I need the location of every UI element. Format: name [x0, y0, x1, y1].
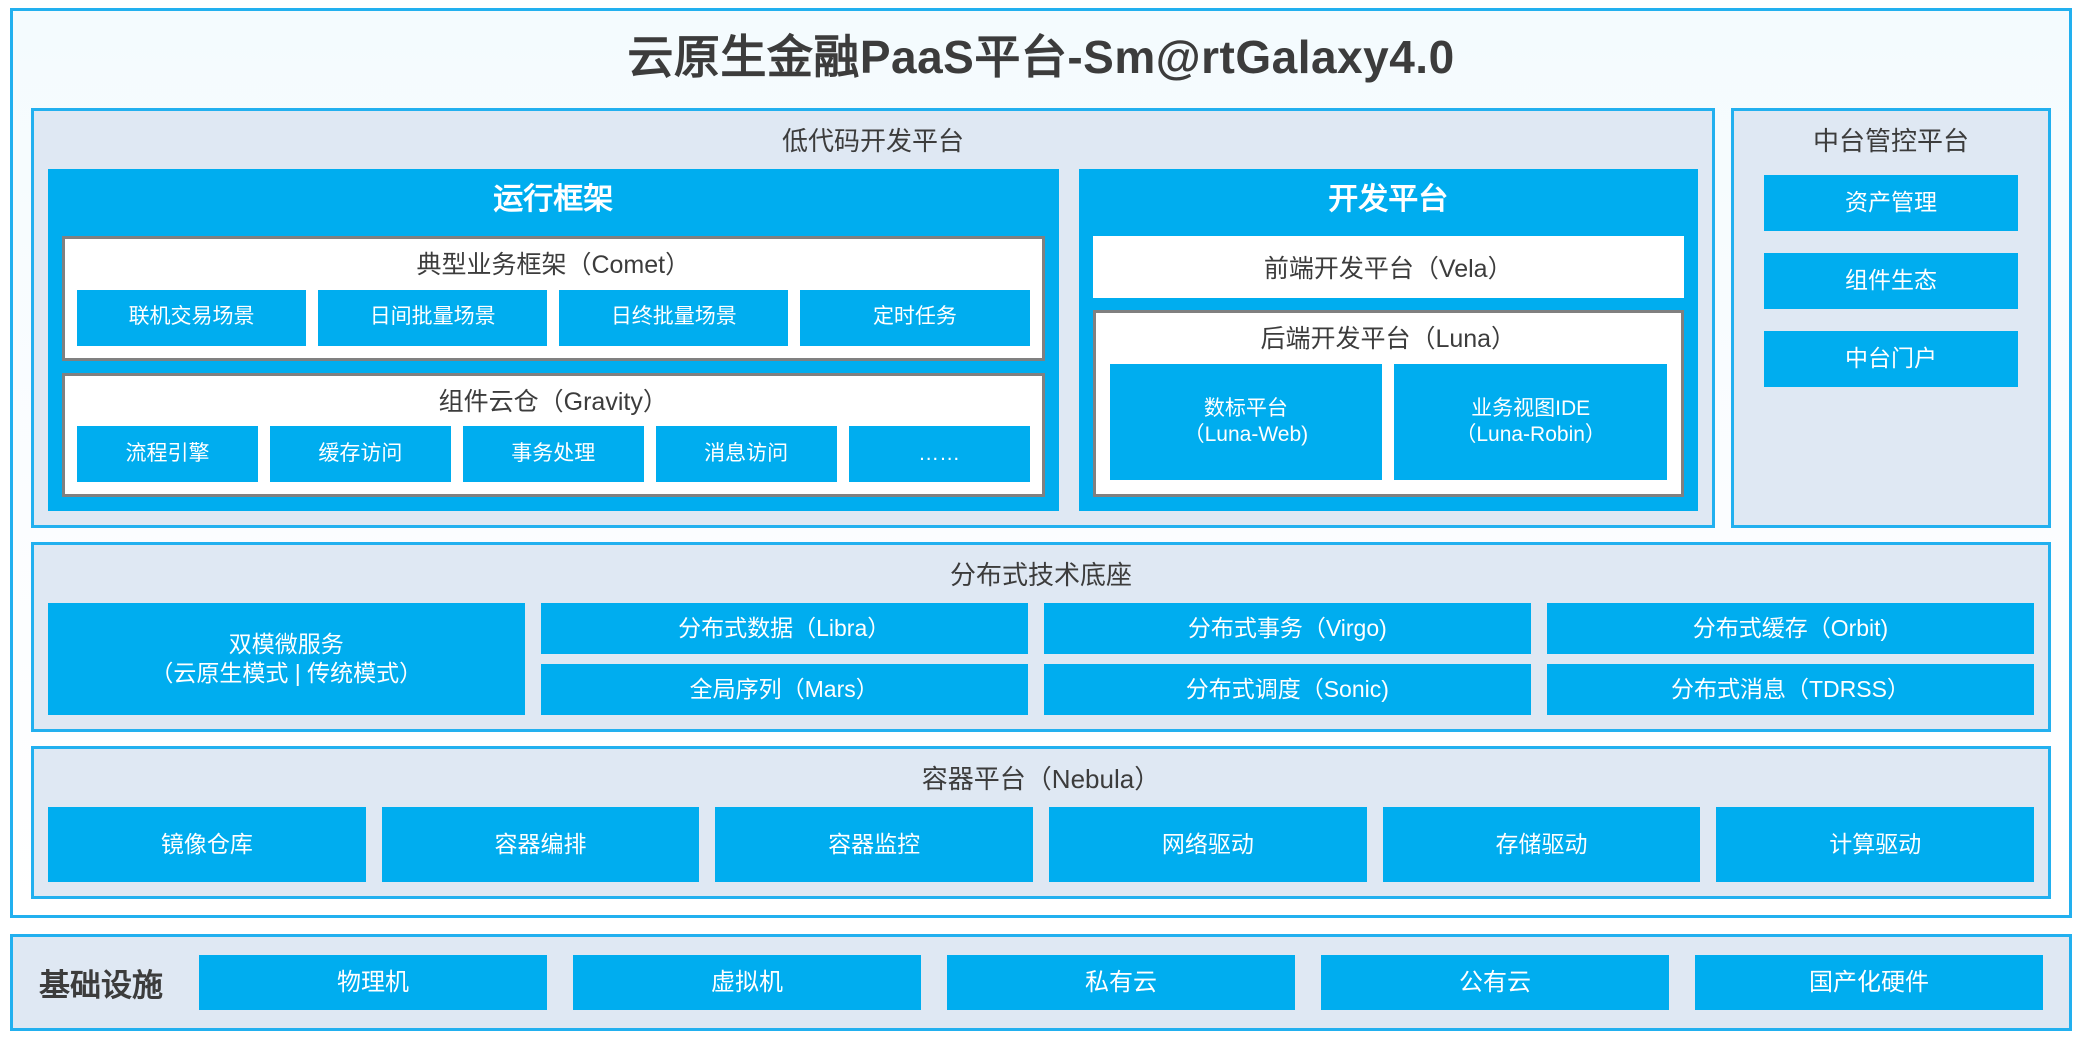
base-chip-tdrss[interactable]: 分布式消息（TDRSS） [1546, 663, 2034, 715]
comet-chip[interactable]: 日间批量场景 [318, 289, 548, 346]
gravity-chip[interactable]: 流程引擎 [77, 426, 258, 482]
gravity-chip[interactable]: 消息访问 [655, 426, 837, 482]
container-platform-title: 容器平台（Nebula） [921, 763, 1161, 794]
base-column-3: 分布式缓存（Orbit) 分布式消息（TDRSS） [1546, 602, 2034, 715]
base-chip-virgo[interactable]: 分布式事务（Virgo) [1043, 602, 1531, 654]
luna-robin-chip[interactable]: 业务视图IDE （Luna-Robin） [1394, 363, 1668, 480]
luna-chip-row: 数标平台 （Luna-Web) 业务视图IDE （Luna-Robin） [1109, 363, 1668, 480]
comet-chip-row: 联机交易场景 日间批量场景 日终批量场景 定时任务 [77, 289, 1030, 346]
dual-mode-microservice-chip[interactable]: 双模微服务 （云原生模式 | 传统模式） [48, 602, 525, 715]
infra-chip-virtual-machine[interactable]: 虚拟机 [573, 955, 921, 1010]
container-chip-storage-driver[interactable]: 存储驱动 [1382, 806, 1701, 882]
midoffice-chip-stack: 资产管理 组件生态 中台门户 [1748, 169, 2034, 511]
midoffice-chip-portal[interactable]: 中台门户 [1764, 330, 2018, 387]
comet-title: 典型业务框架（Comet） [416, 251, 691, 280]
page-title: 云原生金融PaaS平台-Sm@rtGalaxy4.0 [627, 31, 1455, 83]
infra-chip-private-cloud[interactable]: 私有云 [947, 955, 1295, 1010]
runtime-framework-group: 运行框架 典型业务框架（Comet） 联机交易场景 日间批量场景 日终批量场景 … [48, 168, 1059, 511]
dual-mode-microservice-column: 双模微服务 （云原生模式 | 传统模式） [48, 602, 525, 715]
infrastructure-panel: 基础设施 物理机 虚拟机 私有云 公有云 国产化硬件 [10, 934, 2072, 1031]
container-chip-network-driver[interactable]: 网络驱动 [1049, 806, 1367, 882]
infrastructure-chip-row: 物理机 虚拟机 私有云 公有云 国产化硬件 [199, 949, 2043, 1016]
base-column-2: 分布式事务（Virgo) 分布式调度（Sonic) [1043, 602, 1531, 715]
gravity-chip[interactable]: 缓存访问 [269, 426, 451, 482]
container-chip-compute-driver[interactable]: 计算驱动 [1716, 806, 2035, 882]
container-chip-orchestration[interactable]: 容器编排 [381, 806, 700, 882]
dev-platform-title: 开发平台 [1328, 182, 1449, 216]
comet-chip[interactable]: 日终批量场景 [559, 289, 789, 346]
base-column-1: 分布式数据（Libra） 全局序列（Mars） [540, 602, 1028, 715]
distributed-base-title: 分布式技术底座 [949, 559, 1132, 590]
lowcode-platform-panel: 低代码开发平台 运行框架 典型业务框架（Comet） 联机交易场景 日间批量场景… [31, 107, 1715, 528]
frontend-dev-platform-card[interactable]: 前端开发平台（Vela） [1092, 236, 1684, 299]
midoffice-chip-component-ecosystem[interactable]: 组件生态 [1764, 252, 2018, 309]
runtime-framework-title: 运行框架 [493, 182, 614, 216]
backend-dev-platform-title: 后端开发平台（Luna） [1260, 325, 1517, 354]
base-chip-orbit[interactable]: 分布式缓存（Orbit) [1546, 602, 2034, 654]
infra-chip-domestic-hardware[interactable]: 国产化硬件 [1695, 955, 2043, 1010]
dev-platform-group: 开发平台 前端开发平台（Vela） 后端开发平台（Luna） 数标平台 （Lun… [1078, 168, 1698, 511]
top-row: 低代码开发平台 运行框架 典型业务框架（Comet） 联机交易场景 日间批量场景… [31, 107, 2051, 528]
container-chip-image-registry[interactable]: 镜像仓库 [48, 806, 366, 882]
comet-card: 典型业务框架（Comet） 联机交易场景 日间批量场景 日终批量场景 定时任务 [62, 236, 1045, 361]
container-chip-monitoring[interactable]: 容器监控 [715, 806, 1034, 882]
base-chip-mars[interactable]: 全局序列（Mars） [540, 663, 1028, 715]
gravity-chip[interactable]: 事务处理 [462, 426, 644, 482]
midoffice-chip-asset-management[interactable]: 资产管理 [1764, 174, 2018, 231]
luna-web-chip[interactable]: 数标平台 （Luna-Web) [1109, 363, 1383, 480]
infrastructure-label: 基础设施 [39, 968, 163, 1003]
lowcode-platform-body: 运行框架 典型业务框架（Comet） 联机交易场景 日间批量场景 日终批量场景 … [48, 168, 1698, 511]
distributed-base-body: 双模微服务 （云原生模式 | 传统模式） 分布式数据（Libra） 全局序列（M… [48, 602, 2034, 715]
midoffice-control-title: 中台管控平台 [1812, 125, 1969, 156]
infra-chip-physical-machine[interactable]: 物理机 [199, 955, 547, 1010]
base-chip-sonic[interactable]: 分布式调度（Sonic) [1043, 663, 1531, 715]
platform-frame: 云原生金融PaaS平台-Sm@rtGalaxy4.0 低代码开发平台 运行框架 … [10, 8, 2072, 918]
base-chip-libra[interactable]: 分布式数据（Libra） [540, 602, 1028, 654]
comet-chip[interactable]: 定时任务 [800, 289, 1030, 346]
infra-chip-public-cloud[interactable]: 公有云 [1321, 955, 1669, 1010]
backend-dev-platform-card: 后端开发平台（Luna） 数标平台 （Luna-Web) 业务视图IDE （Lu… [1092, 310, 1684, 497]
gravity-chip-row: 流程引擎 缓存访问 事务处理 消息访问 …… [77, 426, 1030, 482]
gravity-chip-more[interactable]: …… [848, 426, 1030, 482]
comet-chip[interactable]: 联机交易场景 [77, 289, 307, 346]
container-platform-body: 镜像仓库 容器编排 容器监控 网络驱动 存储驱动 计算驱动 [48, 806, 2035, 882]
container-platform-panel: 容器平台（Nebula） 镜像仓库 容器编排 容器监控 网络驱动 存储驱动 计算… [31, 745, 2051, 899]
gravity-title: 组件云仓（Gravity） [438, 387, 668, 416]
gravity-card: 组件云仓（Gravity） 流程引擎 缓存访问 事务处理 消息访问 …… [62, 372, 1045, 497]
midoffice-control-panel: 中台管控平台 资产管理 组件生态 中台门户 [1731, 107, 2051, 528]
lowcode-platform-title: 低代码开发平台 [781, 125, 964, 156]
distributed-base-panel: 分布式技术底座 双模微服务 （云原生模式 | 传统模式） 分布式数据（Libra… [31, 541, 2051, 732]
